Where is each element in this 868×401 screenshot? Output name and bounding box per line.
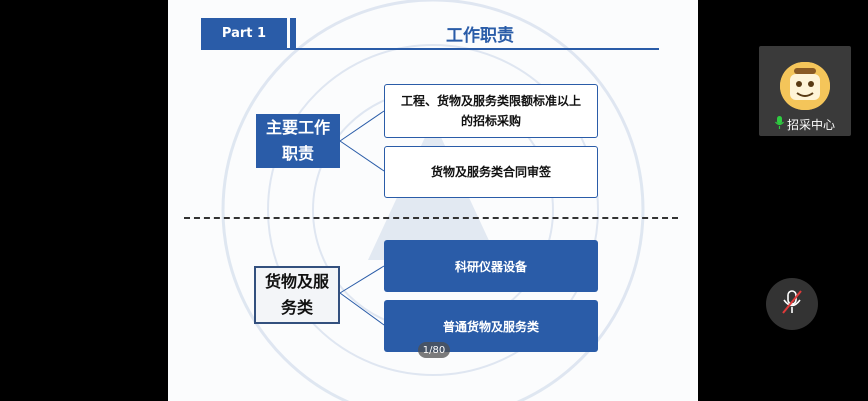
- mic-icon: [775, 116, 784, 132]
- presentation-slide: Part 1 工作职责 主要工作 职责 工程、货物及服务类限额标准以上 的招标采…: [168, 0, 698, 401]
- category-goods-services: 货物及服 务类: [254, 266, 340, 324]
- participant-name: 招采中心: [786, 117, 835, 132]
- page-indicator: 1/80: [418, 342, 450, 358]
- duty-item-procurement: 工程、货物及服务类限额标准以上 的招标采购: [384, 84, 598, 138]
- section-divider: [184, 217, 678, 219]
- mute-toggle-button[interactable]: [766, 278, 818, 330]
- category-goods-services-line2: 务类: [280, 298, 313, 317]
- slide-title: 工作职责: [446, 25, 514, 46]
- participant-video-tile[interactable]: 招采中心: [759, 46, 851, 136]
- category-goods-services-line1: 货物及服: [264, 272, 329, 291]
- title-underline: [201, 48, 659, 50]
- part-tag: Part 1: [201, 18, 287, 48]
- duty-item-contract-review-label: 货物及服务类合同审签: [430, 165, 551, 179]
- category-main-duties-line1: 主要工作: [265, 118, 330, 137]
- category-main-duties: 主要工作 职责: [256, 114, 340, 168]
- duty-item-procurement-line2: 的招标采购: [460, 114, 521, 128]
- participant-avatar: [780, 62, 830, 110]
- goods-item-general-goods: 普通货物及服务类: [384, 300, 598, 352]
- mic-muted-icon: [781, 289, 803, 319]
- category-main-duties-line2: 职责: [281, 144, 314, 163]
- participant-name-row: 招采中心: [759, 116, 851, 132]
- duty-item-contract-review: 货物及服务类合同审签: [384, 146, 598, 198]
- part-tag-accent-bar: [290, 18, 296, 48]
- goods-item-research-instruments: 科研仪器设备: [384, 240, 598, 292]
- duty-item-procurement-line1: 工程、货物及服务类限额标准以上: [400, 94, 581, 108]
